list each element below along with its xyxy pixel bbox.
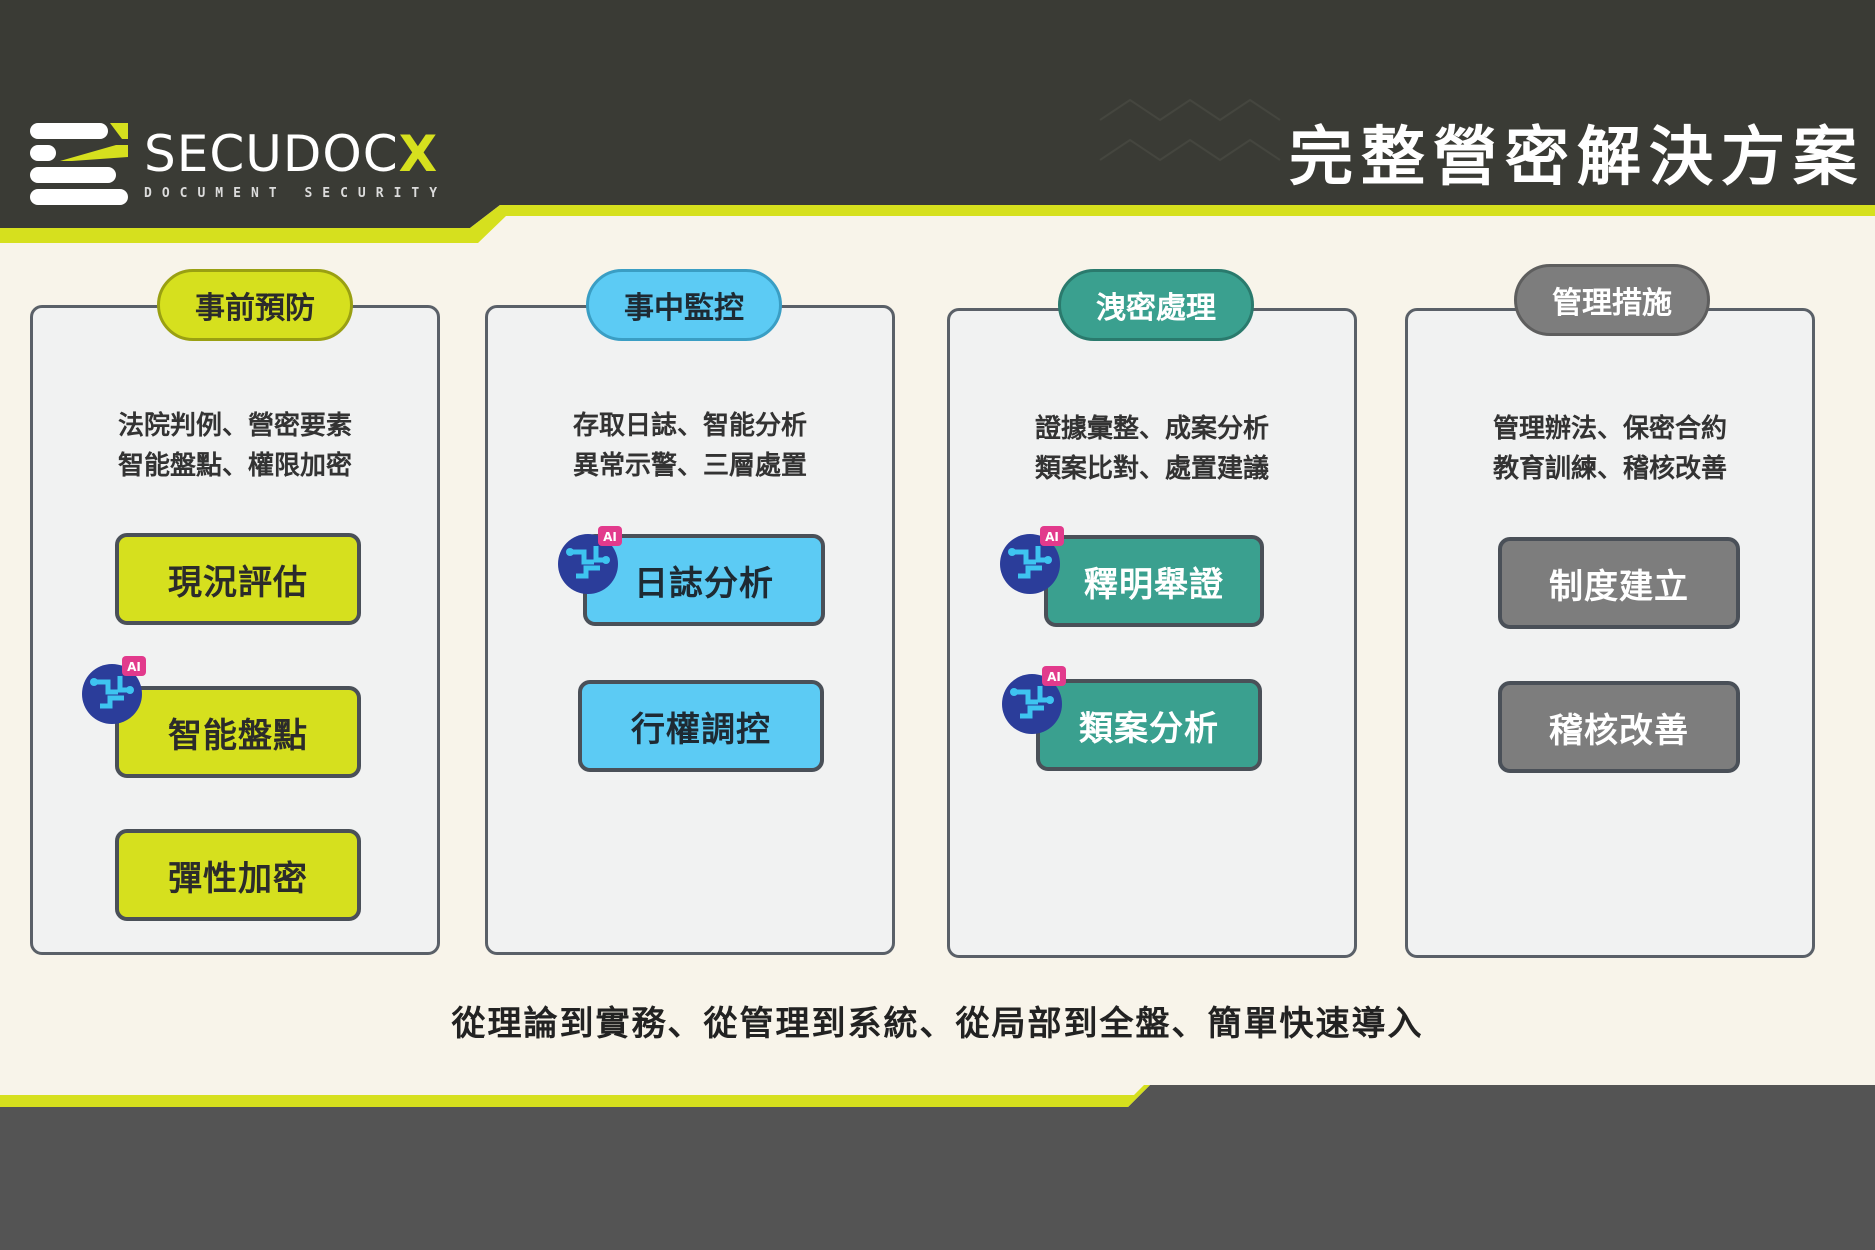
card-description: 管理辦法、保密合約 教育訓練、稽核改善	[1408, 409, 1812, 489]
card-desc-line: 法院判例、營密要素	[117, 411, 352, 441]
ai-badge: AI	[127, 660, 141, 674]
card-desc-line: 智能盤點、權限加密	[117, 451, 352, 481]
button-flexible-encryption[interactable]: 彈性加密	[115, 829, 361, 921]
button-evidence-proof[interactable]: 釋明舉證	[1044, 535, 1264, 627]
ai-brain-icon: AI	[558, 526, 622, 594]
card-desc-line: 異常示警、三層處置	[572, 451, 807, 481]
button-access-control[interactable]: 行權調控	[578, 680, 824, 772]
column-title-monitoring: 事中監控	[586, 269, 782, 341]
brand-tagline: DOCUMENT SECURITY	[144, 186, 448, 201]
button-smart-inventory[interactable]: 智能盤點	[115, 686, 361, 778]
column-card-management: 管理辦法、保密合約 教育訓練、稽核改善 制度建立 稽核改善	[1405, 308, 1815, 958]
ai-badge: AI	[603, 530, 617, 544]
card-description: 證據彙整、成案分析 類案比對、處置建議	[950, 409, 1354, 489]
ai-badge: AI	[1047, 670, 1061, 684]
card-desc-line: 教育訓練、稽核改善	[1492, 454, 1727, 484]
header-band	[0, 0, 1875, 243]
page-title: 完整營密解決方案	[1289, 121, 1865, 195]
ai-brain-icon: AI	[82, 656, 146, 724]
card-desc-line: 證據彙整、成案分析	[1034, 414, 1269, 444]
brand-name: SECUDOCX	[144, 127, 447, 181]
brand-name-accent: X	[398, 125, 439, 183]
ai-badge: AI	[1045, 530, 1059, 544]
logo-mark-icon	[30, 123, 128, 205]
card-desc-line: 存取日誌、智能分析	[572, 411, 807, 441]
ai-brain-icon: AI	[1000, 526, 1064, 594]
card-description: 存取日誌、智能分析 異常示警、三層處置	[488, 406, 892, 486]
column-card-prevention: 法院判例、營密要素 智能盤點、權限加密 現況評估 智能盤點 彈性加密	[30, 305, 440, 955]
button-assessment[interactable]: 現況評估	[115, 533, 361, 625]
ai-brain-icon: AI	[1002, 666, 1066, 734]
column-title-management: 管理措施	[1514, 264, 1710, 336]
column-card-monitoring: 存取日誌、智能分析 異常示警、三層處置 日誌分析 行權調控	[485, 305, 895, 955]
column-card-leak-handling: 證據彙整、成案分析 類案比對、處置建議 釋明舉證 類案分析	[947, 308, 1357, 958]
column-title-prevention: 事前預防	[157, 269, 353, 341]
column-title-leak-handling: 洩密處理	[1058, 269, 1254, 341]
button-similar-case-analysis[interactable]: 類案分析	[1036, 679, 1262, 771]
card-description: 法院判例、營密要素 智能盤點、權限加密	[33, 406, 437, 486]
bottom-tagline: 從理論到實務、從管理到系統、從局部到全盤、簡單快速導入	[451, 1004, 1424, 1044]
card-desc-line: 管理辦法、保密合約	[1492, 414, 1727, 444]
brand-logo: SECUDOCX DOCUMENT SECURITY	[30, 120, 447, 210]
footer-band	[0, 1085, 1875, 1250]
brand-name-main: SECUDOC	[144, 125, 399, 183]
button-audit-improvement[interactable]: 稽核改善	[1498, 681, 1740, 773]
button-policy-establishment[interactable]: 制度建立	[1498, 537, 1740, 629]
card-desc-line: 類案比對、處置建議	[1034, 454, 1269, 484]
